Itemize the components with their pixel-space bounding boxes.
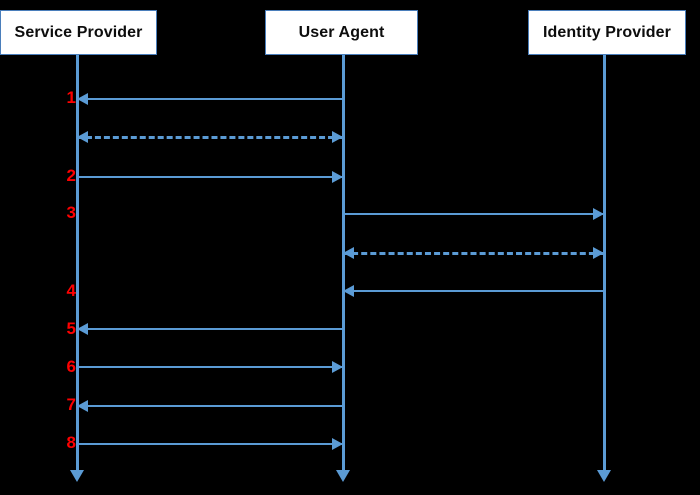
message-arrowhead-left-4 — [343, 285, 354, 297]
actor-label-ua: User Agent — [298, 23, 385, 41]
message-line-1 — [77, 98, 343, 100]
message-arrowhead-right-6 — [332, 361, 343, 373]
message-arrowhead-right-4 — [593, 247, 604, 259]
message-arrowhead-right-1 — [332, 131, 343, 143]
message-arrowhead-right-8 — [332, 438, 343, 450]
message-line-2 — [77, 176, 343, 178]
message-line-6 — [77, 366, 343, 368]
message-arrowhead-left-1 — [77, 131, 88, 143]
message-arrowhead-left-7 — [77, 400, 88, 412]
message-line-4 — [343, 290, 604, 292]
step-number-6: 6 — [66, 357, 76, 376]
step-number-1: 1 — [66, 88, 76, 107]
message-line-5 — [77, 328, 343, 330]
message-arrowhead-left-1 — [77, 93, 88, 105]
actor-label-idp: Identity Provider — [543, 23, 671, 41]
step-number-5: 5 — [66, 319, 76, 338]
message-line-dashed-1 — [77, 136, 343, 139]
actor-box-ua[interactable]: User Agent — [265, 10, 418, 55]
message-arrowhead-right-2 — [332, 171, 343, 183]
message-line-dashed-4 — [343, 252, 604, 255]
lifeline-ua — [342, 55, 345, 470]
step-number-8: 8 — [66, 433, 76, 452]
lifeline-idp — [603, 55, 606, 470]
lifeline-sp — [76, 55, 79, 470]
actor-box-sp[interactable]: Service Provider — [0, 10, 157, 55]
message-arrowhead-right-3 — [593, 208, 604, 220]
step-number-2: 2 — [66, 166, 76, 185]
lifeline-end-arrow-idp — [597, 470, 611, 482]
actor-box-idp[interactable]: Identity Provider — [528, 10, 686, 55]
message-line-8 — [77, 443, 343, 445]
message-line-7 — [77, 405, 343, 407]
step-number-7: 7 — [66, 395, 76, 414]
actor-label-sp: Service Provider — [14, 23, 143, 41]
lifeline-end-arrow-sp — [70, 470, 84, 482]
step-number-3: 3 — [66, 203, 76, 222]
lifeline-end-arrow-ua — [336, 470, 350, 482]
step-number-4: 4 — [66, 281, 76, 300]
message-arrowhead-left-4 — [343, 247, 354, 259]
message-line-3 — [343, 213, 604, 215]
message-arrowhead-left-5 — [77, 323, 88, 335]
